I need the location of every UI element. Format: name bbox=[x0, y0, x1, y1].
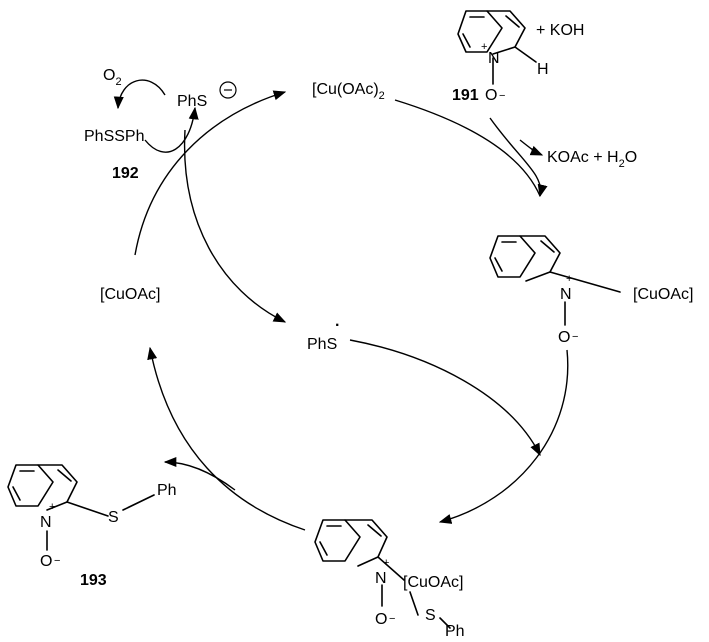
o-atom-191: O bbox=[485, 87, 497, 104]
koac-h2o: KOAc + H2O bbox=[547, 149, 637, 170]
phs-anion: PhS bbox=[177, 93, 207, 110]
arrow-disulfide-to-thiolate bbox=[144, 106, 199, 153]
intermediate-a bbox=[489, 235, 621, 326]
n-atom-191: N bbox=[488, 50, 500, 67]
o-atom-193: O bbox=[40, 553, 52, 570]
s-atom-193: S bbox=[108, 509, 119, 526]
product-193 bbox=[7, 464, 155, 551]
plus-charge-a: + bbox=[566, 273, 572, 285]
koac-sub: 2 bbox=[619, 158, 625, 170]
n-atom-193: N bbox=[40, 514, 52, 531]
cuoac: [CuOAc] bbox=[100, 286, 160, 303]
s-atom-b: S bbox=[425, 607, 436, 624]
o2-label: O2 bbox=[103, 67, 122, 88]
arrow-radical-to-b bbox=[349, 339, 541, 457]
anion-charge-circle bbox=[219, 81, 237, 99]
cycle-arrow-left-bottom bbox=[147, 346, 306, 531]
arrow-to-koac bbox=[519, 139, 544, 156]
plus-charge-191: + bbox=[481, 41, 487, 53]
intermediate-b bbox=[314, 519, 451, 629]
ph-b: Ph bbox=[445, 623, 465, 640]
cu-oac2-sub: 2 bbox=[379, 90, 385, 102]
o-atom-a: O bbox=[558, 329, 570, 346]
radical-dot: · bbox=[335, 317, 340, 334]
o2-sub: 2 bbox=[115, 76, 121, 88]
minus-charge-193: − bbox=[54, 555, 60, 567]
arrow-to-phs-radical bbox=[183, 129, 287, 323]
arrow-o2 bbox=[113, 79, 166, 110]
koac-main: KOAc + H bbox=[547, 149, 619, 166]
minus-charge-b: − bbox=[389, 613, 395, 625]
arrow-to-product-193 bbox=[163, 456, 236, 491]
cycle-arrow-left-top bbox=[134, 90, 287, 256]
cu-oac2-main: [Cu(OAc) bbox=[312, 81, 379, 98]
minus-charge-a: − bbox=[572, 331, 578, 343]
o-atom-b: O bbox=[375, 611, 387, 628]
koac-tail: O bbox=[625, 149, 637, 166]
cuoac-substituent-b: [CuOAc] bbox=[403, 574, 463, 591]
plus-charge-193: + bbox=[49, 501, 55, 513]
n-atom-b: N bbox=[375, 570, 387, 587]
cuoac-substituent-a: [CuOAc] bbox=[633, 286, 693, 303]
phsSph: PhSSPh bbox=[84, 128, 144, 145]
cycle-arrow-top-right bbox=[394, 99, 541, 197]
label-193: 193 bbox=[80, 572, 107, 589]
label-192: 192 bbox=[112, 165, 139, 182]
h-atom-191: H bbox=[537, 61, 549, 78]
plus-charge-b: + bbox=[383, 557, 389, 569]
n-atom-a: N bbox=[560, 286, 572, 303]
ph-193: Ph bbox=[157, 482, 177, 499]
cycle-arrow-right bbox=[438, 349, 569, 524]
label-191: 191 bbox=[452, 87, 479, 104]
arrow-to-intermediate-a bbox=[489, 117, 548, 198]
o2-main: O bbox=[103, 67, 115, 84]
plus-koh: + KOH bbox=[536, 22, 584, 39]
quinoline-n-oxide-191 bbox=[457, 10, 537, 85]
phs-radical: PhS bbox=[307, 336, 337, 353]
minus-charge-191: − bbox=[499, 90, 505, 102]
cu-oac2: [Cu(OAc)2 bbox=[312, 81, 385, 102]
